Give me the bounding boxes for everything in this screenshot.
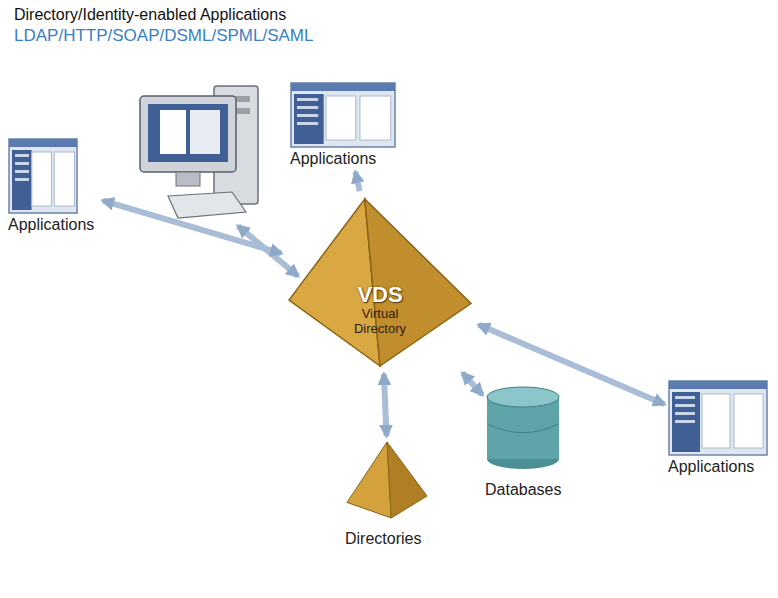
application-window-icon [290, 82, 396, 148]
application-window-icon [668, 380, 768, 456]
connector-arrow [463, 373, 483, 395]
node-label: Applications [8, 216, 99, 234]
connector-arrow [355, 172, 359, 191]
directory-node: Directories [345, 440, 433, 548]
virtual-directory: VDSVirtual Directory [285, 195, 475, 370]
monitor-stand [176, 172, 200, 186]
connector-arrow [103, 201, 281, 254]
screen-pane [190, 110, 220, 154]
application-window-icon [8, 138, 78, 214]
monitor [140, 96, 236, 172]
application-node: Applications [290, 82, 400, 168]
database-cylinder [485, 385, 561, 471]
screen-pane [160, 110, 186, 154]
protocol-label: LDAP/HTTP/SOAP/DSML/SPML/SAML [14, 26, 313, 46]
diagram-title: Directory/Identity-enabled Applications [14, 6, 286, 24]
node-label: Directories [345, 530, 433, 548]
node-label: Applications [290, 150, 400, 168]
application-node: Applications [668, 380, 772, 476]
connector-group [103, 172, 664, 436]
directory-pyramid [345, 440, 429, 520]
node-label: Applications [668, 458, 772, 476]
keyboard [168, 192, 246, 218]
monitor-screen [148, 104, 228, 162]
node-heading: VDS [285, 283, 475, 307]
node-subtitle: Virtual Directory [340, 307, 420, 337]
database-node: Databases [485, 385, 566, 499]
computer-illustration [140, 86, 298, 276]
application-node: Applications [8, 138, 99, 234]
node-label: Databases [485, 481, 566, 499]
connector-arrow [384, 374, 387, 436]
